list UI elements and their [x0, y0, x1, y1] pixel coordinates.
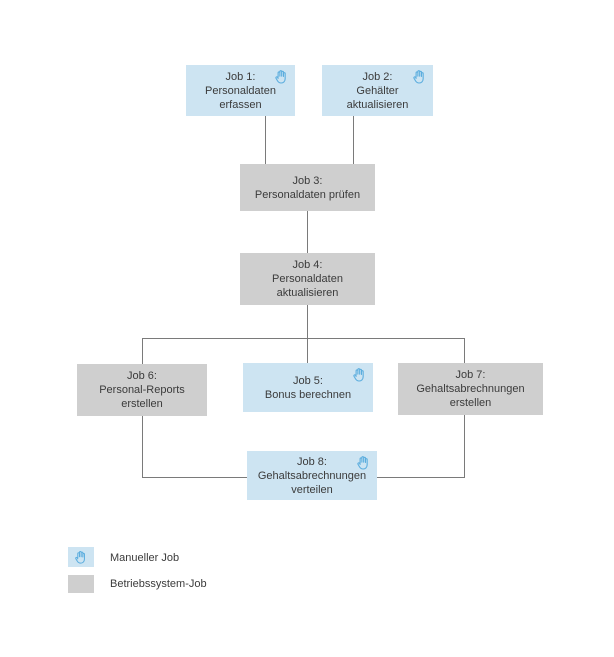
node-job7-title: Job 7: — [455, 369, 486, 381]
node-job4-text: aktualisieren — [276, 287, 339, 299]
legend-swatch-manual — [68, 547, 94, 567]
node-job7: Job 7: Gehaltsabrechnungen erstellen — [398, 363, 543, 415]
node-job2-text: aktualisieren — [346, 98, 409, 111]
node-job5: Job 5: Bonus berechnen — [243, 363, 373, 412]
node-job3-title: Job 3: — [292, 174, 323, 187]
node-job2-title: Job 2: — [362, 70, 393, 83]
hand-icon — [75, 550, 85, 564]
node-job8: Job 8: Gehaltsabrechnungen verteilen — [247, 451, 377, 500]
node-job8-text: Gehaltsabrechnungen — [257, 469, 367, 482]
legend-swatch-system — [68, 575, 94, 593]
hand-icon — [411, 68, 428, 86]
node-job3: Job 3: Personaldaten prüfen — [240, 164, 375, 211]
node-job8-text: verteilen — [291, 483, 333, 496]
hand-icon — [273, 68, 290, 86]
node-job1-text: erfassen — [219, 98, 262, 111]
legend-label-manual: Manueller Job — [110, 552, 180, 564]
node-job1-title: Job 1: — [225, 70, 256, 83]
node-job1: Job 1: Personaldaten erfassen — [186, 65, 295, 116]
node-job8-title: Job 8: — [297, 455, 327, 468]
hand-icon — [355, 454, 372, 472]
node-job4: Job 4: Personaldaten aktualisieren — [240, 253, 375, 305]
node-job7-text: erstellen — [449, 397, 492, 409]
node-job5-text: Bonus berechnen — [264, 388, 352, 401]
node-job7-text: Gehaltsabrechnungen — [416, 383, 525, 395]
node-job1-text: Personaldaten — [205, 84, 276, 97]
node-job6-text: Personal-Reports — [99, 384, 185, 396]
legend-label-system: Betriebssystem-Job — [110, 578, 207, 590]
hand-icon — [351, 366, 368, 384]
node-job2-text: Gehälter — [356, 84, 399, 97]
node-job3-text: Personaldaten prüfen — [254, 188, 361, 201]
node-job5-title: Job 5: — [293, 374, 323, 387]
node-job2: Job 2: Gehälter aktualisieren — [322, 65, 433, 116]
node-job6: Job 6: Personal-Reports erstellen — [77, 364, 207, 416]
node-job6-text: erstellen — [121, 398, 163, 410]
node-job4-text: Personaldaten — [272, 273, 343, 285]
node-job6-title: Job 6: — [127, 370, 157, 382]
node-job4-title: Job 4: — [292, 259, 323, 271]
